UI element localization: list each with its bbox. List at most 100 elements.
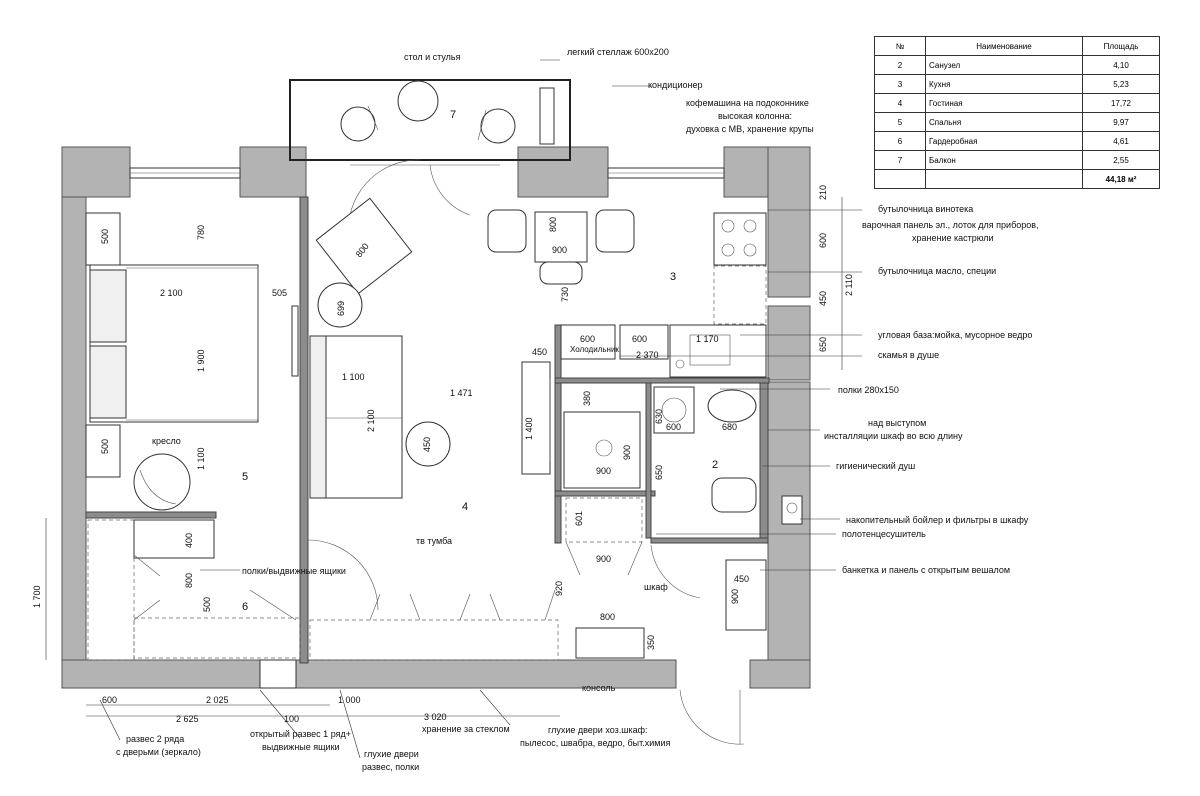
legend-num: 4: [874, 93, 926, 113]
legend-header-area: Площадь: [1082, 36, 1160, 56]
dim-500a: 500: [100, 229, 110, 244]
partition-bedroom: [299, 196, 309, 664]
hall-wardrobe: [565, 497, 643, 543]
label-wardrobe-2row-2: с дверьми (зеркало): [116, 747, 201, 757]
dim-2110: 2 110: [844, 274, 854, 296]
wall-right-mid: [767, 305, 811, 381]
living-armchair: [315, 197, 413, 295]
balcony-outline: [289, 79, 571, 161]
legend-num: 3: [874, 74, 926, 94]
room-number-5: 5: [242, 471, 248, 483]
partition-wardrobe: [85, 511, 217, 519]
dim-900d: 900: [596, 554, 611, 564]
dim-780: 780: [196, 225, 206, 240]
dim-450b: 450: [734, 574, 749, 584]
legend-name: Балкон: [925, 150, 1083, 170]
dim-b100: 100: [284, 714, 299, 724]
balcony-chair-1: [340, 106, 376, 142]
boiler: [781, 495, 803, 525]
bedroom-mirror: [291, 305, 299, 377]
wardrobe-door-3: [249, 589, 297, 621]
bed-pillow-1: [89, 269, 127, 343]
dim-b2625: 2 625: [176, 714, 199, 724]
bath-sink: [707, 389, 757, 423]
dim-800c: 800: [548, 217, 558, 232]
balcony-chair-2: [480, 108, 516, 144]
nightstand-top: [85, 212, 121, 266]
dim-1100a: 1 100: [196, 447, 206, 470]
legend-header-row: № Наименование Площадь: [874, 36, 1160, 56]
label-hygienic: гигиенический душ: [836, 461, 915, 471]
dim-b2025: 2 025: [206, 695, 229, 705]
dim-505: 505: [272, 288, 287, 298]
wall-top-left: [61, 146, 131, 198]
dim-730: 730: [560, 287, 570, 302]
partition-bath-left: [554, 324, 562, 544]
dim-450-coffee: 450: [422, 437, 432, 452]
room-number-2: 2: [712, 459, 718, 471]
legend-num: 6: [874, 131, 926, 151]
chair-left: [487, 209, 527, 253]
legend-name: Санузел: [925, 55, 1083, 75]
wall-right-lower: [767, 381, 811, 689]
label-coffee-2: высокая колонна:: [718, 111, 792, 121]
label-air-conditioner: кондиционер: [648, 80, 702, 90]
leader-open-1row: [259, 689, 301, 739]
wardrobe-2row: [87, 519, 135, 661]
dim-1100b: 1 100: [342, 372, 365, 382]
label-cabinet: шкаф: [644, 582, 668, 592]
bedroom-door-arc: [307, 539, 379, 611]
label-coffee-3: духовка с МВ, хранение крупы: [686, 124, 814, 134]
wardrobe-door-1: [133, 554, 161, 577]
dim-450c: 450: [818, 291, 828, 306]
legend-area: 4,61: [1082, 131, 1160, 151]
dim-2370: 2 370: [636, 350, 659, 360]
dim-500c: 500: [202, 597, 212, 612]
kitchen-column: [713, 212, 767, 266]
label-blind-doors-1: глухие двери: [364, 749, 419, 759]
dim-680: 680: [722, 422, 737, 432]
coffee-table: [405, 421, 451, 467]
wall-bottom-gap: [259, 659, 297, 689]
kitchen-counter: [713, 265, 767, 325]
legend-header-num: №: [874, 36, 926, 56]
legend-row: 3 Кухня 5,23: [874, 74, 1160, 94]
wall-bottom-right: [749, 659, 811, 689]
washing-machine-drum: [661, 397, 687, 423]
hob-burner-2: [743, 219, 757, 233]
storage-door-3: [459, 593, 471, 621]
hall-wardrobe-door-1: [565, 541, 581, 576]
partition-bath-mid: [554, 490, 656, 497]
storage-wall: [309, 619, 559, 661]
dim-b3020: 3 020: [424, 712, 447, 722]
label-wine: бутылочница винотека: [878, 204, 973, 214]
dining-table: [534, 211, 588, 263]
fridge: [560, 324, 616, 360]
legend-header-name: Наименование: [925, 36, 1083, 56]
label-utility-1: глухие двери хоз.шкаф:: [548, 725, 648, 735]
legend-num: 7: [874, 150, 926, 170]
side-table: [317, 282, 363, 328]
storage-door-1: [369, 593, 381, 621]
armchair-bedroom: [133, 453, 191, 511]
bed-blanket: [126, 267, 259, 421]
dim-1700: 1 700: [32, 585, 42, 608]
dim-900c: 900: [596, 466, 611, 476]
dim-210: 210: [818, 185, 828, 200]
legend-row: 4 Гостиная 17,72: [874, 93, 1160, 113]
dim-600b: 600: [632, 334, 647, 344]
legend-total-row: 44,18 м²: [874, 169, 1160, 189]
shower-drain: [595, 439, 613, 457]
label-shelves: полки 280х150: [838, 385, 899, 395]
toilet: [711, 477, 757, 513]
label-light-rack: легкий стеллаж 600х200: [567, 47, 669, 57]
hob-burner-3: [721, 243, 735, 257]
dim-630: 630: [654, 409, 664, 424]
dim-900e: 900: [730, 589, 740, 604]
room-number-3: 3: [670, 271, 676, 283]
dim-b600: 600: [102, 695, 117, 705]
nightstand-bottom: [85, 424, 121, 478]
dim-1900: 1 900: [196, 349, 206, 372]
wall-bottom-left: [61, 659, 261, 689]
